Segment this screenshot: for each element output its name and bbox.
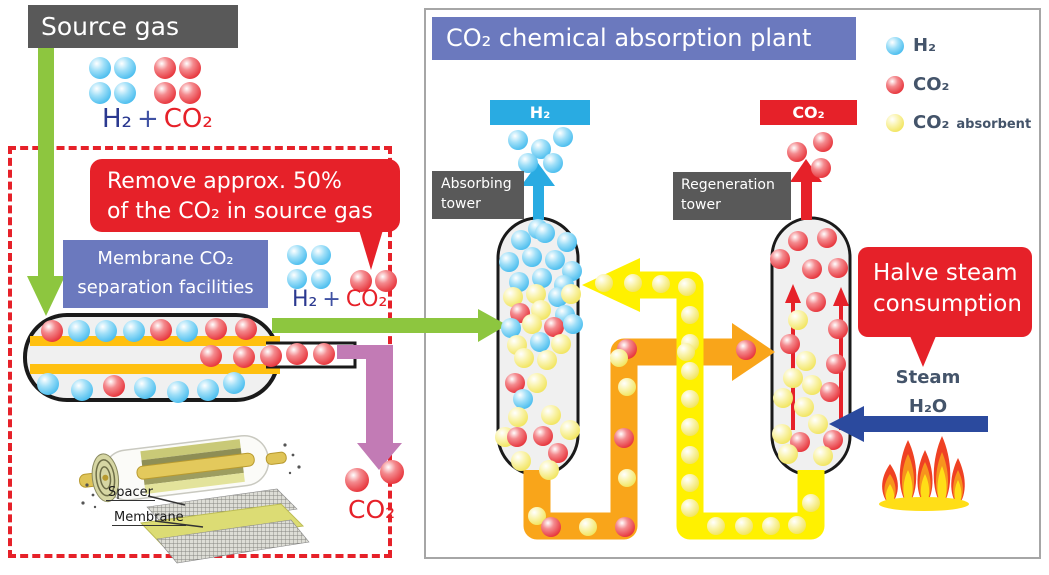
h2-molecule	[89, 82, 111, 104]
legend-co2: CO₂	[913, 74, 950, 95]
co2-molecule	[179, 82, 201, 104]
legend-h2: H₂	[913, 35, 936, 56]
membrane-label: Membrane	[112, 510, 186, 526]
retentate-mixture-formula: H₂+CO₂	[292, 287, 387, 312]
remove-co2-callout: Remove approx. 50% of the CO₂ in source …	[90, 159, 400, 232]
h2-formula: H₂	[292, 287, 318, 312]
membrane-facilities-line1: Membrane CO₂	[97, 248, 234, 269]
membrane-facilities-label: Membrane CO₂ separation facilities	[63, 240, 268, 308]
source-mixture-formula: H₂+CO₂	[102, 104, 213, 134]
legend-absorbent-suffix: absorbent	[956, 117, 1032, 132]
plus-sign: +	[322, 287, 341, 312]
halve-line1: Halve steam	[873, 260, 1018, 286]
steam-line1: Steam	[895, 367, 961, 388]
regeneration-tower-label: Regeneration tower	[673, 172, 791, 220]
co2-outlet-badge: CO₂	[760, 100, 857, 125]
co2-formula: CO₂	[163, 104, 213, 134]
co2-molecule	[154, 82, 176, 104]
plus-sign: +	[136, 104, 159, 134]
plant-title: CO₂ chemical absorption plant	[432, 17, 856, 60]
legend-absorbent: CO₂ absorbent	[913, 112, 1031, 133]
membrane-facilities-line2: separation facilities	[77, 276, 254, 298]
absorption-plant-frame	[424, 8, 1041, 559]
absorbing-tower-label: Absorbing tower	[432, 171, 524, 219]
separated-co2-label: CO₂	[348, 495, 396, 524]
legend-absorbent-formula: CO₂	[913, 112, 950, 133]
co2-molecule	[179, 57, 201, 79]
co2-formula: CO₂	[345, 287, 388, 312]
h2-molecule	[114, 82, 136, 104]
h2-formula: H₂	[102, 104, 132, 134]
h2-molecule	[114, 57, 136, 79]
spacer-label: Spacer	[106, 485, 155, 501]
steam-line2: H₂O	[908, 395, 948, 417]
h2-outlet-badge: H₂	[490, 100, 590, 125]
source-gas-label: Source gas	[28, 5, 238, 48]
callout-line2: of the CO₂ in source gas	[107, 198, 373, 224]
halve-line2: consumption	[873, 291, 1022, 318]
callout-pointer	[359, 230, 383, 270]
halve-steam-callout: Halve steam consumption	[858, 247, 1032, 337]
h2-molecule	[89, 57, 111, 79]
callout-line1: Remove approx. 50%	[107, 169, 342, 194]
steam-label: Steam H₂O	[880, 364, 976, 422]
co2-molecule	[154, 57, 176, 79]
halve-callout-pointer	[910, 336, 936, 367]
